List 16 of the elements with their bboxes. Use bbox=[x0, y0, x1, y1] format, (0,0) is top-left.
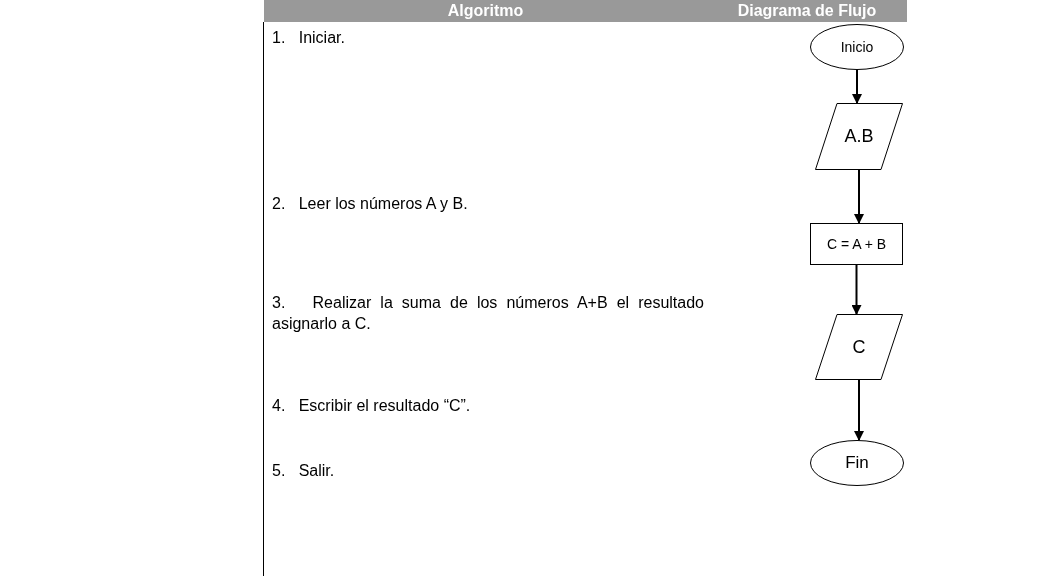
input-output-parallelogram: C bbox=[815, 314, 903, 380]
process-box: C = A + B bbox=[810, 223, 903, 265]
terminal-oval: Inicio bbox=[810, 24, 904, 70]
column-header: Diagrama de Flujo bbox=[707, 0, 907, 22]
arrow bbox=[851, 264, 862, 315]
step-text: 5. Salir. bbox=[272, 461, 336, 481]
arrow bbox=[854, 169, 864, 224]
column-header: Algoritmo bbox=[264, 0, 707, 22]
arrow bbox=[854, 379, 864, 441]
step-text: 1. Iniciar. bbox=[272, 28, 346, 48]
step-text: 4. Escribir el resultado “C”. bbox=[272, 396, 472, 416]
step-text: 2. Leer los números A y B. bbox=[272, 194, 469, 214]
step-text: 3. Realizar la suma de los números A+B el resultado asignarlo a C. bbox=[272, 293, 704, 334]
terminal-oval: Fin bbox=[810, 440, 904, 486]
input-output-parallelogram: A.B bbox=[815, 103, 903, 170]
arrow bbox=[852, 69, 862, 104]
